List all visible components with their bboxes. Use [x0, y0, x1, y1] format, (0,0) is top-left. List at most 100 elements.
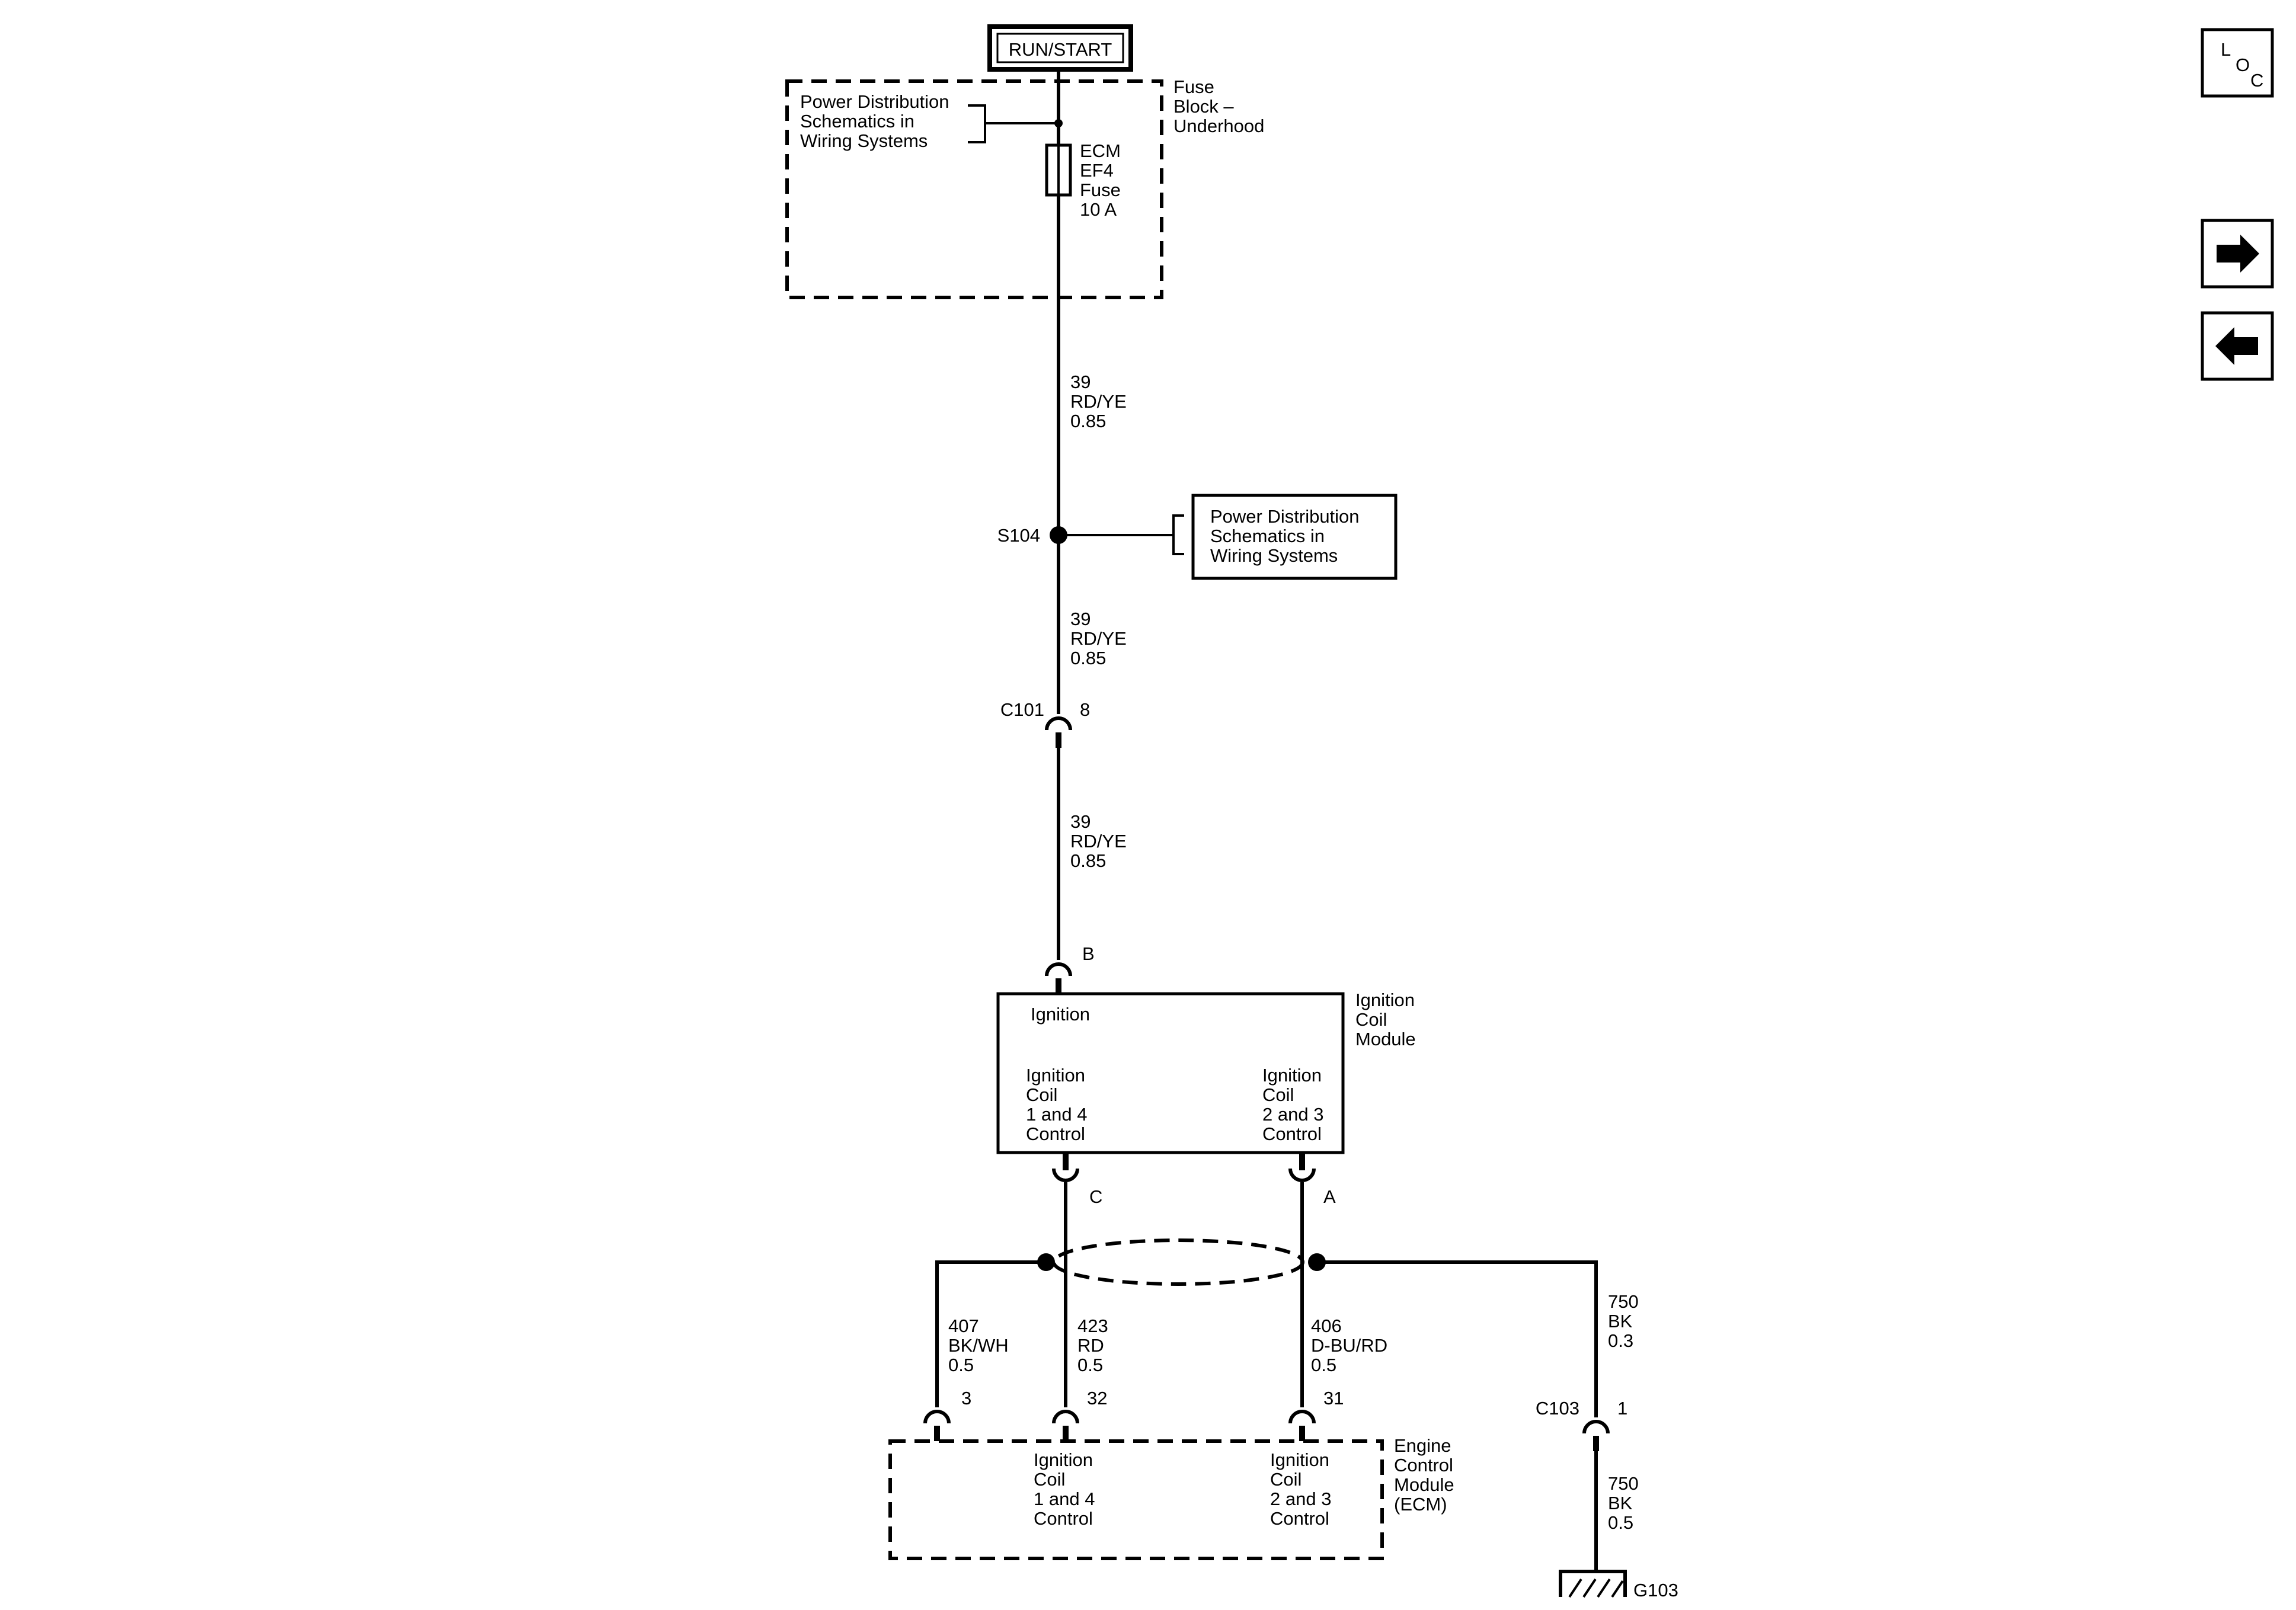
svg-text:BK: BK — [1608, 1311, 1633, 1331]
svg-text:423: 423 — [1077, 1315, 1108, 1336]
svg-text:Fuse: Fuse — [1173, 76, 1214, 97]
drain-splice-right — [1308, 1253, 1326, 1271]
connector-ecm-pin-31: 31 — [1288, 1388, 1344, 1441]
svg-text:406: 406 — [1311, 1315, 1342, 1336]
ecm-name-label: Engine Control Module (ECM) — [1394, 1435, 1454, 1515]
splice-dot-fuse-block — [1054, 119, 1063, 127]
svg-text:RD: RD — [1077, 1335, 1104, 1356]
svg-text:39: 39 — [1070, 811, 1091, 832]
svg-text:Underhood: Underhood — [1173, 116, 1264, 136]
svg-text:Power Distribution: Power Distribution — [1210, 506, 1360, 527]
svg-text:Coil: Coil — [1270, 1469, 1302, 1490]
splice-s104-label: S104 — [997, 525, 1040, 546]
svg-text:Block –: Block – — [1173, 96, 1234, 117]
fuse-symbol — [1045, 143, 1072, 197]
connector-icm-pin-a: A — [1288, 1153, 1336, 1207]
svg-text:Control: Control — [1026, 1124, 1085, 1144]
svg-text:0.5: 0.5 — [1608, 1512, 1633, 1533]
svg-text:RD/YE: RD/YE — [1070, 831, 1127, 852]
svg-text:Power Distribution: Power Distribution — [800, 91, 949, 112]
svg-text:39: 39 — [1070, 609, 1091, 629]
svg-text:Ignition: Ignition — [1355, 990, 1415, 1010]
svg-text:750: 750 — [1608, 1473, 1639, 1494]
svg-text:Control: Control — [1034, 1508, 1093, 1529]
svg-text:D-BU/RD: D-BU/RD — [1311, 1335, 1387, 1356]
svg-text:Control: Control — [1394, 1455, 1453, 1475]
ignition-coil-module: Ignition Ignition Coil 1 and 4 Control I… — [996, 992, 1345, 1154]
fuse-block-outline — [785, 79, 1163, 299]
loc-button[interactable]: L O C — [2201, 28, 2274, 98]
connector-c101-pin: 8 — [1080, 699, 1090, 720]
arrow-right-icon — [2217, 235, 2259, 273]
svg-text:2 and 3: 2 and 3 — [1262, 1104, 1323, 1125]
svg-text:0.85: 0.85 — [1070, 850, 1106, 871]
previous-page-button[interactable] — [2201, 311, 2274, 381]
svg-text:0.85: 0.85 — [1070, 648, 1106, 668]
svg-text:Module: Module — [1355, 1029, 1416, 1049]
ecm-outline — [888, 1439, 1384, 1560]
svg-text:Engine: Engine — [1394, 1435, 1451, 1456]
wire-407 — [935, 1260, 1046, 1407]
svg-text:2 and 3: 2 and 3 — [1270, 1489, 1331, 1509]
svg-text:A: A — [1323, 1186, 1336, 1207]
wire-407-label: 407 BK/WH 0.5 — [948, 1315, 1009, 1375]
svg-text:Wiring Systems: Wiring Systems — [800, 130, 928, 151]
wire-423-label: 423 RD 0.5 — [1077, 1315, 1108, 1375]
connector-ecm-pin-32: 32 — [1052, 1388, 1107, 1441]
connector-ecm-pin-3: 3 — [923, 1388, 971, 1441]
svg-text:32: 32 — [1087, 1388, 1107, 1409]
ground-icon — [1559, 1570, 1627, 1598]
svg-text:O: O — [2236, 55, 2250, 75]
wire-406-label: 406 D-BU/RD 0.5 — [1311, 1315, 1387, 1375]
svg-text:0.5: 0.5 — [948, 1355, 974, 1375]
power-source-label: RUN/START — [1009, 39, 1112, 60]
svg-text:RD/YE: RD/YE — [1070, 391, 1127, 412]
svg-text:Coil: Coil — [1034, 1469, 1065, 1490]
svg-text:39: 39 — [1070, 372, 1091, 392]
connector-c101-label: C101 — [1000, 699, 1044, 720]
wire-39-a-label: 39 RD/YE 0.85 — [1070, 372, 1127, 431]
svg-text:Coil: Coil — [1026, 1084, 1057, 1105]
svg-text:BK: BK — [1608, 1493, 1633, 1513]
svg-text:Control: Control — [1262, 1124, 1322, 1144]
wire-750-b-label: 750 BK 0.5 — [1608, 1473, 1639, 1533]
svg-text:L: L — [2221, 39, 2231, 60]
svg-text:EF4: EF4 — [1080, 160, 1114, 181]
icm-name-label: Ignition Coil Module — [1355, 990, 1416, 1049]
connector-c103-pin: 1 — [1617, 1398, 1627, 1419]
svg-text:750: 750 — [1608, 1291, 1639, 1312]
drain-splice-left — [1037, 1253, 1055, 1271]
svg-text:B: B — [1082, 943, 1095, 964]
wire-750-a-label: 750 BK 0.3 — [1608, 1291, 1639, 1351]
icm-input-label: Ignition — [1031, 1004, 1090, 1025]
svg-text:Ignition: Ignition — [1026, 1065, 1085, 1086]
connector-c103: C103 1 — [1536, 1398, 1627, 1451]
connector-icm-pin-b: B — [1045, 943, 1095, 994]
pds-reference-mid: Power Distribution Schematics in Wiring … — [1191, 494, 1398, 580]
svg-text:0.85: 0.85 — [1070, 411, 1106, 431]
svg-text:BK/WH: BK/WH — [948, 1335, 1009, 1356]
svg-text:3: 3 — [961, 1388, 971, 1409]
svg-text:C: C — [2250, 70, 2263, 91]
svg-text:Coil: Coil — [1355, 1009, 1387, 1030]
svg-text:0.5: 0.5 — [1311, 1355, 1336, 1375]
fuse-block-label: Fuse Block – Underhood — [1173, 76, 1264, 136]
pds-reference-top: Power Distribution Schematics in Wiring … — [800, 91, 1059, 151]
power-source: RUN/START — [987, 24, 1133, 72]
next-page-button[interactable] — [2201, 219, 2274, 289]
svg-text:0.3: 0.3 — [1608, 1330, 1633, 1351]
svg-text:Control: Control — [1270, 1508, 1329, 1529]
svg-text:Module: Module — [1394, 1474, 1454, 1495]
svg-text:10 A: 10 A — [1080, 199, 1117, 220]
svg-text:ECM: ECM — [1080, 140, 1121, 161]
connector-c103-label: C103 — [1536, 1398, 1579, 1419]
arrow-left-icon — [2215, 327, 2258, 365]
svg-text:Schematics in: Schematics in — [800, 111, 914, 132]
svg-text:1 and 4: 1 and 4 — [1034, 1489, 1095, 1509]
shield-twist-ellipse — [1052, 1238, 1304, 1286]
ecm-inputs: Ignition Coil 1 and 4 Control Ignition C… — [1034, 1449, 1331, 1529]
svg-text:31: 31 — [1323, 1388, 1344, 1409]
svg-text:Schematics in: Schematics in — [1210, 526, 1325, 546]
svg-text:Ignition: Ignition — [1034, 1449, 1093, 1470]
